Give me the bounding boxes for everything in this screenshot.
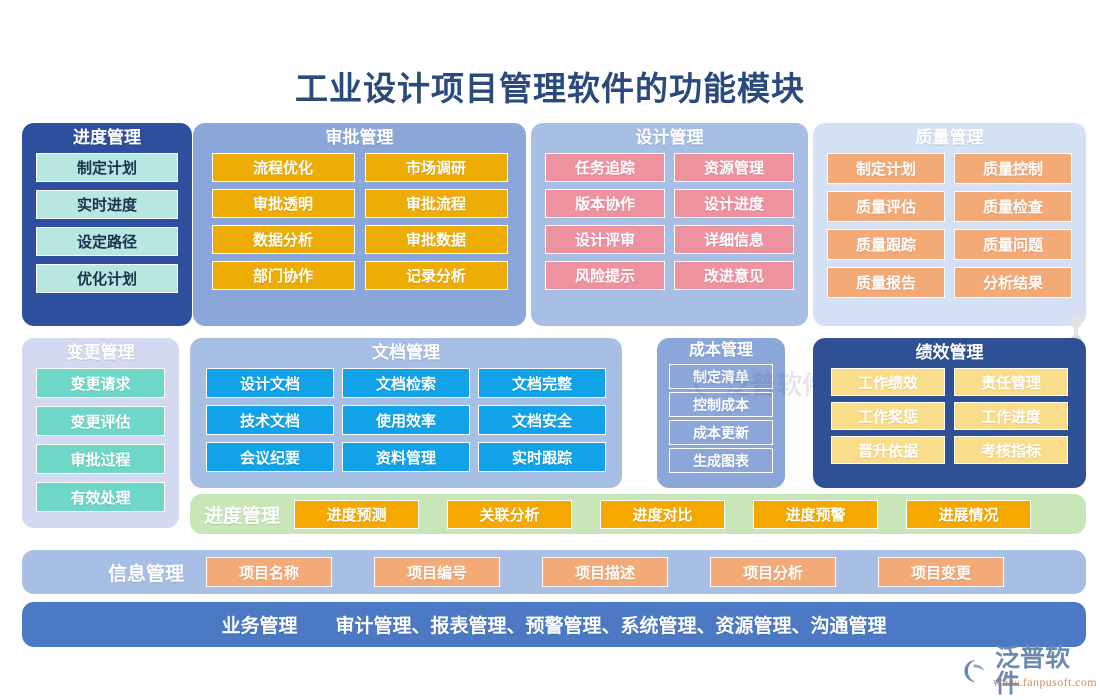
chip-cost-0[interactable]: 制定清单 (669, 364, 773, 389)
chip-performance-4[interactable]: 晋升依据 (831, 436, 945, 464)
chip-design-7[interactable]: 改进意见 (674, 261, 794, 290)
panel-quality-management: 质量管理 制定计划 质量控制 质量评估 质量检查 质量跟踪 质量问题 质量报告 … (813, 123, 1086, 326)
chip-grid-change-management: 变更请求 变更评估 审批过程 有效处理 (22, 368, 179, 512)
chip-document-0[interactable]: 设计文档 (206, 368, 334, 398)
chip-document-2[interactable]: 文档完整 (478, 368, 606, 398)
chip-document-6[interactable]: 会议纪要 (206, 442, 334, 472)
panel-title-performance-management: 绩效管理 (915, 343, 984, 362)
panel-title-quality-management: 质量管理 (915, 128, 984, 147)
chip-design-3[interactable]: 设计进度 (674, 189, 794, 218)
chip-quality-6[interactable]: 质量报告 (827, 267, 945, 298)
panel-title-progress-management: 进度管理 (73, 128, 141, 147)
panel-approval-management: 审批管理 流程优化 市场调研 审批透明 审批流程 数据分析 审批数据 部门协作 … (193, 123, 526, 326)
panel-cost-management: 成本管理 制定清单 控制成本 成本更新 生成图表 (657, 338, 785, 488)
panel-design-management: 设计管理 任务追踪 资源管理 版本协作 设计进度 设计评审 详细信息 风险提示 … (531, 123, 808, 326)
chip-grid-performance-management: 工作绩效 责任管理 工作奖惩 工作进度 晋升依据 考核指标 (813, 368, 1086, 464)
chip-approval-1[interactable]: 市场调研 (364, 153, 508, 182)
bar-information-management: 信息管理 项目名称 项目编号 项目描述 项目分析 项目变更 (22, 550, 1086, 594)
panel-title-approval-management: 审批管理 (325, 128, 394, 147)
chip-quality-2[interactable]: 质量评估 (827, 191, 945, 222)
logo: 泛普软件 www.fanpusoft.com (960, 644, 1097, 698)
pin-stem (1074, 322, 1078, 340)
logo-url: www.fanpusoft.com (993, 675, 1098, 689)
chip-document-8[interactable]: 实时跟踪 (478, 442, 606, 472)
chip-progress-2[interactable]: 设定路径 (36, 227, 178, 256)
chip-design-6[interactable]: 风险提示 (545, 261, 665, 290)
panel-performance-management: 绩效管理 工作绩效 责任管理 工作奖惩 工作进度 晋升依据 考核指标 (813, 338, 1086, 488)
chip-grid-quality-management: 制定计划 质量控制 质量评估 质量检查 质量跟踪 质量问题 质量报告 分析结果 (813, 153, 1086, 298)
chip-grid-approval-management: 流程优化 市场调研 审批透明 审批流程 数据分析 审批数据 部门协作 记录分析 (193, 153, 526, 290)
chip-cost-3[interactable]: 生成图表 (669, 448, 773, 473)
bar-chip-information-3[interactable]: 项目分析 (710, 557, 837, 587)
bar-chip-schedule-3[interactable]: 进度预警 (753, 499, 879, 529)
chip-design-5[interactable]: 详细信息 (674, 225, 794, 254)
chip-change-1[interactable]: 变更评估 (36, 406, 165, 436)
fanpu-leaf-icon (964, 659, 985, 683)
chip-quality-7[interactable]: 分析结果 (954, 267, 1072, 298)
bar-chip-information-1[interactable]: 项目编号 (374, 557, 501, 587)
panel-title-change-management: 变更管理 (66, 343, 135, 362)
chip-grid-progress-management: 制定计划 实时进度 设定路径 优化计划 (22, 153, 192, 293)
chip-approval-5[interactable]: 审批数据 (364, 225, 508, 254)
chip-grid-cost-management: 制定清单 控制成本 成本更新 生成图表 (657, 364, 785, 473)
bar-chip-schedule-2[interactable]: 进度对比 (600, 499, 726, 529)
bar-text-business-management: 审计管理、报表管理、预警管理、系统管理、资源管理、沟通管理 (335, 616, 887, 637)
bar-label-business-management: 业务管理 (221, 616, 298, 637)
chip-design-1[interactable]: 资源管理 (674, 153, 794, 182)
panel-title-cost-management: 成本管理 (688, 342, 753, 359)
bar-chip-information-2[interactable]: 项目描述 (542, 557, 669, 587)
chip-document-4[interactable]: 使用效率 (342, 405, 470, 435)
chip-approval-2[interactable]: 审批透明 (211, 189, 355, 218)
chip-quality-4[interactable]: 质量跟踪 (827, 229, 945, 260)
chip-grid-document-management: 设计文档 文档检索 文档完整 技术文档 使用效率 文档安全 会议纪要 资料管理 … (190, 368, 622, 472)
chip-progress-0[interactable]: 制定计划 (36, 153, 178, 182)
bar-schedule-management: 进度管理 进度预测 关联分析 进度对比 进度预警 进展情况 (190, 494, 1086, 534)
chip-design-0[interactable]: 任务追踪 (545, 153, 665, 182)
bar-chip-schedule-4[interactable]: 进展情况 (906, 499, 1032, 529)
chip-performance-3[interactable]: 工作进度 (954, 402, 1068, 430)
chip-approval-0[interactable]: 流程优化 (211, 153, 355, 182)
chip-approval-3[interactable]: 审批流程 (364, 189, 508, 218)
chip-grid-design-management: 任务追踪 资源管理 版本协作 设计进度 设计评审 详细信息 风险提示 改进意见 (531, 153, 808, 290)
panel-progress-management: 进度管理 制定计划 实时进度 设定路径 优化计划 (22, 123, 192, 326)
panel-title-document-management: 文档管理 (372, 343, 440, 362)
chip-performance-2[interactable]: 工作奖惩 (831, 402, 945, 430)
bar-chip-schedule-0[interactable]: 进度预测 (294, 499, 420, 529)
chip-approval-4[interactable]: 数据分析 (211, 225, 355, 254)
chip-document-7[interactable]: 资料管理 (342, 442, 470, 472)
chip-quality-3[interactable]: 质量检查 (954, 191, 1072, 222)
chip-performance-5[interactable]: 考核指标 (954, 436, 1068, 464)
bar-chip-information-4[interactable]: 项目变更 (878, 557, 1005, 587)
bar-chip-information-0[interactable]: 项目名称 (206, 557, 333, 587)
chip-performance-0[interactable]: 工作绩效 (831, 368, 945, 396)
chip-document-5[interactable]: 文档安全 (478, 405, 606, 435)
chip-cost-2[interactable]: 成本更新 (669, 420, 773, 445)
chip-approval-7[interactable]: 记录分析 (364, 261, 508, 290)
chip-quality-5[interactable]: 质量问题 (954, 229, 1072, 260)
bar-label-information-management: 信息管理 (108, 563, 185, 585)
bar-label-schedule-management: 进度管理 (204, 505, 281, 527)
panel-change-management: 变更管理 变更请求 变更评估 审批过程 有效处理 (22, 338, 179, 528)
chip-design-2[interactable]: 版本协作 (545, 189, 665, 218)
chip-approval-6[interactable]: 部门协作 (211, 261, 355, 290)
chip-performance-1[interactable]: 责任管理 (954, 368, 1068, 396)
bar-chip-schedule-1[interactable]: 关联分析 (447, 499, 573, 529)
chip-change-3[interactable]: 有效处理 (36, 482, 165, 512)
panel-document-management: 文档管理 设计文档 文档检索 文档完整 技术文档 使用效率 文档安全 会议纪要 … (190, 338, 622, 488)
chip-change-2[interactable]: 审批过程 (36, 444, 165, 474)
page-title: 工业设计项目管理软件的功能模块 (295, 70, 805, 107)
chip-design-4[interactable]: 设计评审 (545, 225, 665, 254)
bar-business-management: 业务管理 审计管理、报表管理、预警管理、系统管理、资源管理、沟通管理 (22, 602, 1086, 647)
chip-progress-3[interactable]: 优化计划 (36, 264, 178, 293)
chip-progress-1[interactable]: 实时进度 (36, 190, 178, 219)
chip-quality-1[interactable]: 质量控制 (954, 153, 1072, 184)
pin-dot-top (1070, 316, 1082, 328)
chip-quality-0[interactable]: 制定计划 (827, 153, 945, 184)
chip-document-3[interactable]: 技术文档 (206, 405, 334, 435)
chip-cost-1[interactable]: 控制成本 (669, 392, 773, 417)
logo-text: 泛普软件 (995, 644, 1071, 698)
chip-change-0[interactable]: 变更请求 (36, 368, 165, 398)
chip-document-1[interactable]: 文档检索 (342, 368, 470, 398)
panel-title-design-management: 设计管理 (635, 128, 704, 147)
